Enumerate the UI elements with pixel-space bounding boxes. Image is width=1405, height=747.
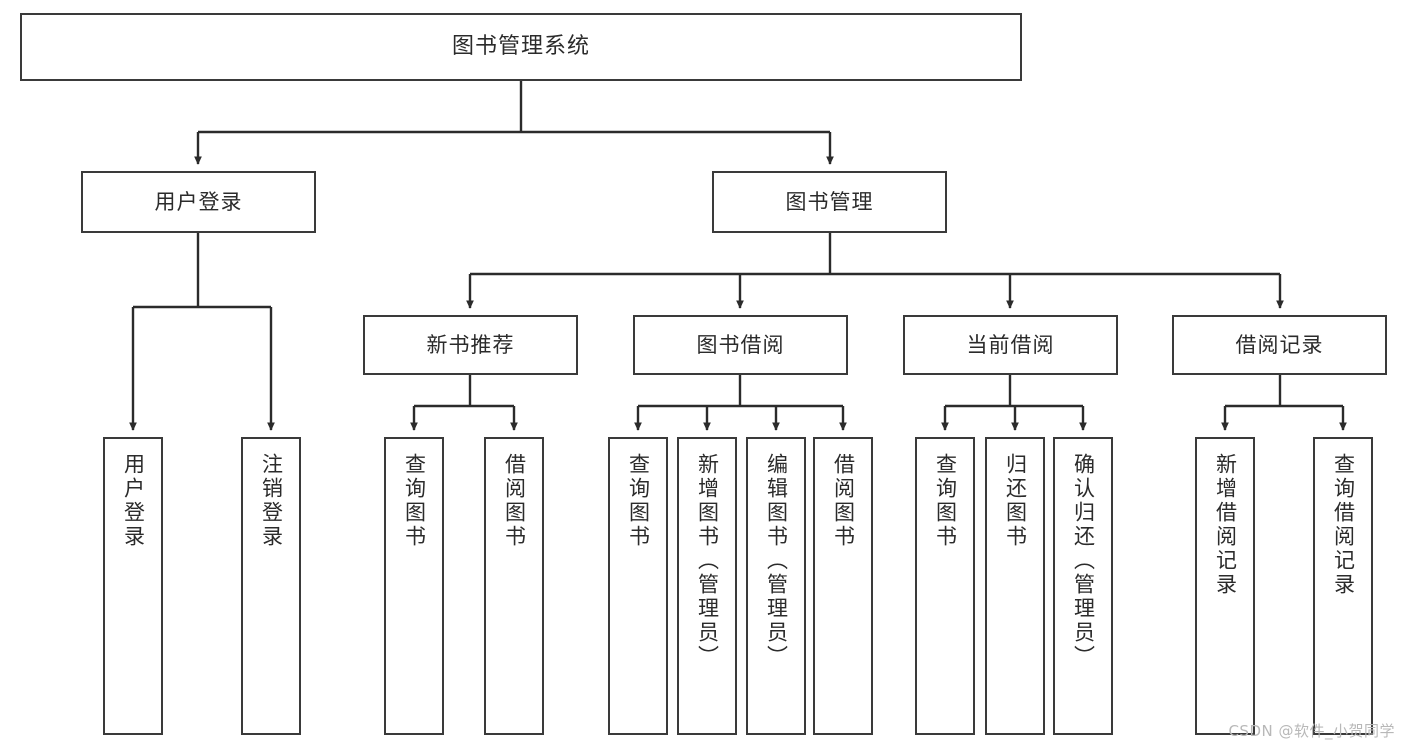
node-book-manage[interactable]: 图书管理 (712, 171, 947, 233)
node-label: 借阅图书 (831, 453, 856, 549)
leaf-return-book[interactable]: 归还图书 (985, 437, 1045, 735)
leaf-query-book-1[interactable]: 查询图书 (384, 437, 444, 735)
leaf-add-book[interactable]: 新增图书（管理员） (677, 437, 737, 735)
leaf-logout-login[interactable]: 注销登录 (241, 437, 301, 735)
csdn-watermark: CSDN @软件_小贺同学 (1228, 722, 1395, 740)
node-label: 确认归还（管理员） (1071, 453, 1096, 669)
node-label: 当前借阅 (966, 332, 1055, 357)
node-label: 新增借阅记录 (1213, 453, 1238, 597)
leaf-user-login[interactable]: 用户登录 (103, 437, 163, 735)
leaf-borrow-book-1[interactable]: 借阅图书 (484, 437, 544, 735)
node-label: 编辑图书（管理员） (764, 453, 789, 669)
node-new-book-recommend[interactable]: 新书推荐 (363, 315, 578, 375)
node-label: 图书管理 (785, 189, 874, 214)
node-label: 注销登录 (259, 453, 284, 549)
node-label: 借阅图书 (502, 453, 527, 549)
node-book-borrow[interactable]: 图书借阅 (633, 315, 848, 375)
leaf-query-book-2[interactable]: 查询图书 (608, 437, 668, 735)
node-borrow-record[interactable]: 借阅记录 (1172, 315, 1387, 375)
node-label: 查询图书 (402, 453, 427, 549)
node-label: 用户登录 (121, 453, 146, 549)
node-label: 借阅记录 (1235, 332, 1324, 357)
node-root-system[interactable]: 图书管理系统 (20, 13, 1022, 81)
node-user-login[interactable]: 用户登录 (81, 171, 316, 233)
leaf-add-borrow-record[interactable]: 新增借阅记录 (1195, 437, 1255, 735)
node-label: 新增图书（管理员） (695, 453, 720, 669)
node-label: 查询图书 (626, 453, 651, 549)
leaf-query-book-3[interactable]: 查询图书 (915, 437, 975, 735)
node-label: 查询图书 (933, 453, 958, 549)
node-label: 新书推荐 (426, 332, 515, 357)
node-label: 归还图书 (1003, 453, 1028, 549)
leaf-query-borrow-record[interactable]: 查询借阅记录 (1313, 437, 1373, 735)
node-current-borrow[interactable]: 当前借阅 (903, 315, 1118, 375)
node-label: 用户登录 (154, 189, 243, 214)
leaf-edit-book[interactable]: 编辑图书（管理员） (746, 437, 806, 735)
leaf-confirm-return[interactable]: 确认归还（管理员） (1053, 437, 1113, 735)
node-label: 图书管理系统 (451, 34, 590, 60)
node-label: 查询借阅记录 (1331, 453, 1356, 597)
node-label: 图书借阅 (696, 332, 785, 357)
leaf-borrow-book-2[interactable]: 借阅图书 (813, 437, 873, 735)
